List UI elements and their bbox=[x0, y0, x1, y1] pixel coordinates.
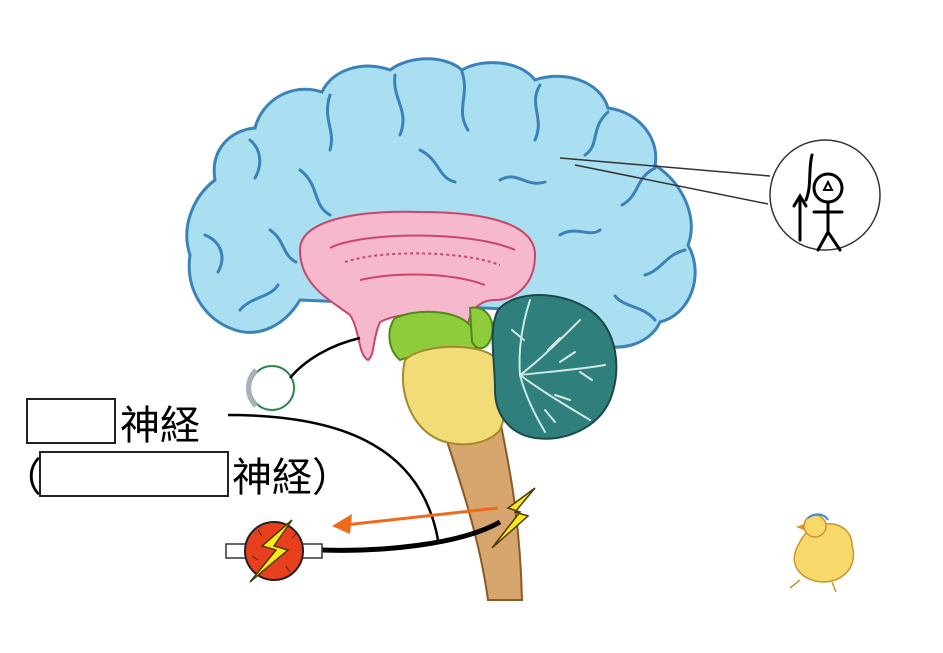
sensory-nerve-line bbox=[227, 413, 440, 541]
effector-lightning-icon bbox=[249, 519, 293, 583]
effector bbox=[225, 519, 323, 583]
blank-box-2[interactable] bbox=[39, 451, 229, 497]
optic-nerve-line bbox=[289, 336, 361, 379]
cerebrum-sulci bbox=[203, 70, 687, 322]
callout bbox=[559, 139, 881, 252]
chick-icon bbox=[789, 513, 855, 593]
stick-figure-icon bbox=[792, 153, 844, 252]
motor-nerve-line bbox=[321, 519, 502, 553]
eye-icon bbox=[246, 365, 295, 411]
signal-arrow bbox=[332, 506, 499, 534]
cerebellum bbox=[491, 294, 618, 440]
nerve-label-2: 神経） bbox=[232, 455, 352, 501]
cerebellum-shape bbox=[491, 294, 618, 440]
diencephalon-small bbox=[468, 306, 494, 350]
blank-box-1[interactable] bbox=[26, 398, 116, 444]
limbic-system bbox=[298, 210, 537, 362]
midbrain-pons bbox=[402, 345, 508, 446]
lightning-icon bbox=[491, 487, 536, 549]
paren-open: （ bbox=[2, 455, 42, 501]
nerve-label-1: 神経 bbox=[120, 403, 200, 449]
